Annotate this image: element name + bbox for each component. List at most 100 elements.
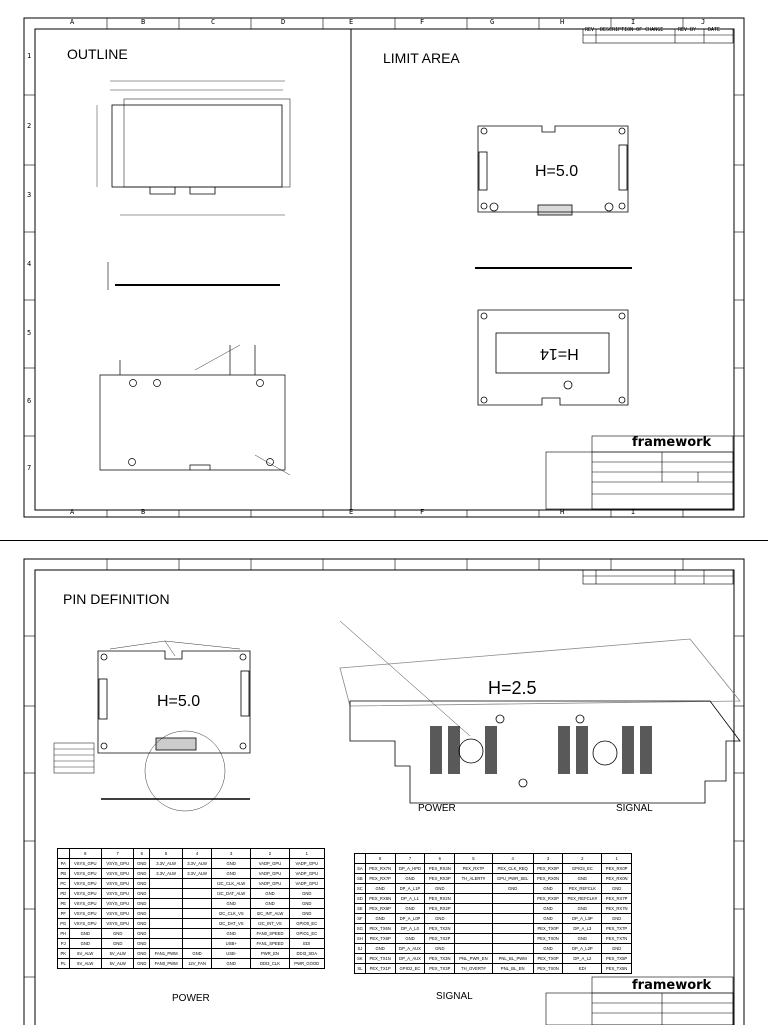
power_table-cell: GND (182, 948, 212, 959)
connector-height-label: H=2.5 (488, 678, 537, 698)
signal_table-cell: GND (601, 943, 632, 954)
signal_table-cell: SB (354, 873, 366, 884)
power_table-cell: 3.3V_ALW (149, 858, 184, 869)
power_table-cell: I2C_INT_VS (250, 918, 290, 929)
signal_table-cell: GND (532, 883, 564, 894)
power_table-cell: VSYS_GPU (68, 898, 102, 909)
signal_table-cell: GND (491, 883, 534, 894)
signal_table-cell: GPIO3_EC (562, 863, 603, 874)
power_table-cell: VSYS_GPU (68, 868, 102, 879)
signal_table-cell (454, 943, 493, 954)
signal_table-cell (491, 943, 534, 954)
power_table-cell: 5V_ALW (68, 948, 102, 959)
signal_table-cell: PEX_RX7P (364, 873, 396, 884)
power_table-cell: VSYS_GPU (100, 888, 135, 899)
power_table-cell: 3.3V_ALW (149, 868, 184, 879)
power_table-cell: VSYS_GPU (100, 878, 135, 889)
framework-logo: framework (632, 435, 712, 450)
signal_table-header-cell (354, 853, 366, 864)
power_table-cell: GND (210, 868, 252, 879)
power_table-cell (182, 918, 212, 929)
power_table-cell: PE (57, 898, 70, 909)
col-letter-b-bottom: B (141, 508, 146, 516)
signal_table-cell: PEX_RX3P (424, 873, 456, 884)
signal_table-header-cell: 5 (454, 853, 493, 864)
power_table-cell: GND (210, 928, 252, 939)
power_table-cell: GND (133, 898, 151, 909)
power_table-cell: EDI (288, 938, 326, 949)
power_table-header-cell: 3 (210, 848, 252, 859)
power_table-cell (182, 898, 212, 909)
col-letter-g: G (490, 18, 495, 26)
signal_table-cell: SD (354, 893, 366, 904)
signal_table-cell: PEX_TX3P (424, 963, 456, 974)
signal_table-cell: PEX_TX2P (424, 933, 456, 944)
signal_table-cell: GND (601, 913, 632, 924)
signal_table-cell: GPU_PWR_SEL (491, 873, 534, 884)
signal_table-cell: DP_A_L0P (394, 913, 426, 924)
power_table-cell (149, 908, 184, 919)
signal_table-cell: GND (394, 873, 426, 884)
signal_table-cell: SK (354, 953, 366, 964)
power_table-cell (182, 908, 212, 919)
power_table-cell: GND (133, 868, 151, 879)
height-label-bottom: H=14 (540, 345, 579, 362)
signal_table-cell: PEX_TX3N (424, 953, 456, 964)
power_table-cell: DDI3_CLK (250, 958, 290, 969)
signal_table-cell (491, 893, 534, 904)
col-letter-a: A (70, 18, 75, 26)
power_table-cell: GND (133, 938, 151, 949)
signal_table-cell: DP_A_L1P (394, 883, 426, 894)
power_table-cell: VADP_GPU (288, 858, 326, 869)
signal_table-cell: SF (354, 913, 366, 924)
signal_table-cell: GND (424, 883, 456, 894)
signal_table-cell: TH_OVERT# (454, 963, 493, 974)
power_table-cell (182, 938, 212, 949)
signal_table-cell: GND (394, 903, 426, 914)
signal_table-cell: PEX_TX0N (532, 933, 564, 944)
power_table-cell: I2C_DAT_ALW (210, 888, 252, 899)
power_table-cell: PL (57, 958, 70, 969)
signal_table-header-cell: 7 (394, 853, 426, 864)
signal_table-cell: PEX_REFCLK (562, 883, 603, 894)
power_table-cell: GND (133, 958, 151, 969)
signal_table-cell: PEX_RX7P (454, 863, 493, 874)
signal_table-cell: DP_A_L2P (562, 943, 603, 954)
signal_table-cell: DP_A_L3 (562, 923, 603, 934)
rev-column-label: REV (585, 27, 595, 33)
power_table-cell: GND (288, 908, 326, 919)
power_table-cell: GND (68, 928, 102, 939)
sheet2-frame (23, 558, 745, 1025)
signal_table-header-cell: 3 (532, 853, 564, 864)
col-letter-c: C (211, 18, 216, 26)
outline-title: OUTLINE (67, 46, 128, 62)
power_table-cell: GND (133, 858, 151, 869)
signal_table-cell: PEX_RX2P (424, 903, 456, 914)
power_table-cell: GND (133, 918, 151, 929)
drawing-sheet-pin-definition: PIN DEFINITION H=5.0 H=2.5 POWER SIGNAL … (0, 540, 768, 1025)
power-side-label: POWER (418, 803, 456, 814)
power_table-cell: GND (250, 888, 290, 899)
signal_table-header-cell: 2 (562, 853, 603, 864)
power_table-cell: GND (133, 908, 151, 919)
signal_table-cell: PEX_RX7N (601, 903, 632, 914)
power_table-cell: VSYS_GPU (100, 908, 135, 919)
power_table-cell (149, 938, 184, 949)
power_table-cell: PF (57, 908, 70, 919)
power_table-cell: GND (210, 958, 252, 969)
row-number-5: 5 (27, 329, 32, 337)
power_table-cell: GPIO1_EC (288, 928, 326, 939)
signal_table-cell: PEX_TX5P (601, 953, 632, 964)
power_table-cell: GND (133, 878, 151, 889)
signal_table-cell: PEX_RX0N (532, 873, 564, 884)
